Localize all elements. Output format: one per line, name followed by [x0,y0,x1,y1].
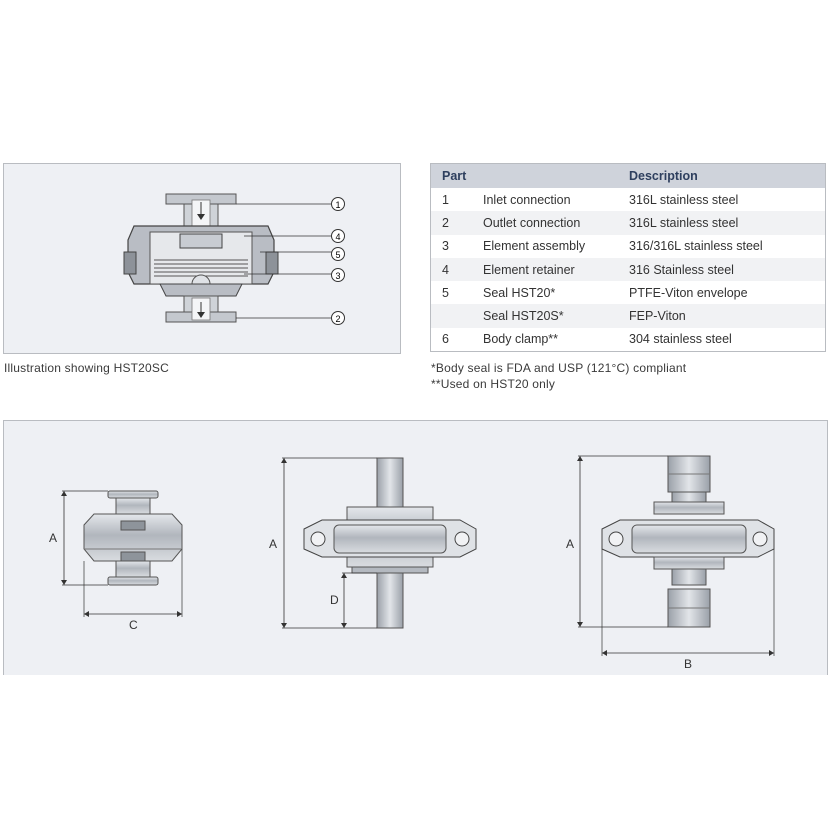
part-number: 6 [442,332,449,347]
callout-1: 1 [331,197,345,211]
footnote-hst20: **Used on HST20 only [431,377,556,391]
part-description: FEP-Viton [629,309,686,324]
view-clamp-on-pipe: A D [269,457,477,629]
table-row: 1 Inlet connection 316L stainless steel [431,188,825,212]
part-name: Element retainer [483,262,575,277]
dim-label-c: C [129,618,138,632]
dim-label-a: A [566,537,574,551]
svg-text:2: 2 [335,314,340,324]
part-name: Outlet connection [483,215,581,230]
dim-label-b: B [684,657,692,671]
table-row: 5 Seal HST20* PTFE-Viton envelope [431,281,825,305]
part-description: 316L stainless steel [629,215,739,230]
part-name: Seal HST20S* [483,309,564,324]
dim-label-a: A [269,537,277,551]
part-description: 316L stainless steel [629,192,739,207]
svg-text:1: 1 [335,200,340,210]
part-name: Body clamp** [483,332,559,347]
table-header: Part Description [431,164,825,188]
svg-text:5: 5 [335,250,340,260]
table-row: Seal HST20S* FEP-Viton [431,304,825,328]
part-number: 4 [442,262,449,277]
part-name: Seal HST20* [483,285,556,300]
table-row: 6 Body clamp** 304 stainless steel [431,327,825,352]
table-row: 3 Element assembly 316/316L stainless st… [431,234,825,258]
part-description: 304 stainless steel [629,332,732,347]
svg-text:3: 3 [335,271,340,281]
part-description: 316 Stainless steel [629,262,734,277]
svg-text:4: 4 [335,232,340,242]
dimensions-panel: A C A D [3,420,828,675]
view-clamp-with-fittings: A B [566,455,775,671]
callout-4: 4 [331,229,345,243]
table-row: 2 Outlet connection 316L stainless steel [431,211,825,235]
part-number: 1 [442,192,449,207]
table-row: 4 Element retainer 316 Stainless steel [431,257,825,282]
callout-5: 5 [331,247,345,261]
hst20sc-cross-section-drawing: 1 4 5 3 2 [123,193,345,325]
parts-table: Part Description 1 Inlet connection 316L… [430,163,826,353]
illustration-panel: 1 4 5 3 2 [3,163,401,354]
part-number: 2 [442,215,449,230]
part-description: PTFE-Viton envelope [629,285,748,300]
dim-label-d: D [330,593,339,607]
part-description: 316/316L stainless steel [629,239,763,254]
callout-3: 3 [331,268,345,282]
header-part: Part [442,169,467,183]
callout-2: 2 [331,311,345,325]
part-name: Inlet connection [483,192,571,207]
footnote-body-seal: *Body seal is FDA and USP (121°C) compli… [431,361,687,375]
dimension-drawings: A C A D [49,455,775,671]
view-housing: A C [49,490,183,632]
part-number: 5 [442,285,449,300]
illustration-caption: Illustration showing HST20SC [4,361,170,375]
dim-label-a: A [49,531,57,545]
header-description: Description [629,169,698,183]
part-name: Element assembly [483,239,586,254]
part-number: 3 [442,239,449,254]
